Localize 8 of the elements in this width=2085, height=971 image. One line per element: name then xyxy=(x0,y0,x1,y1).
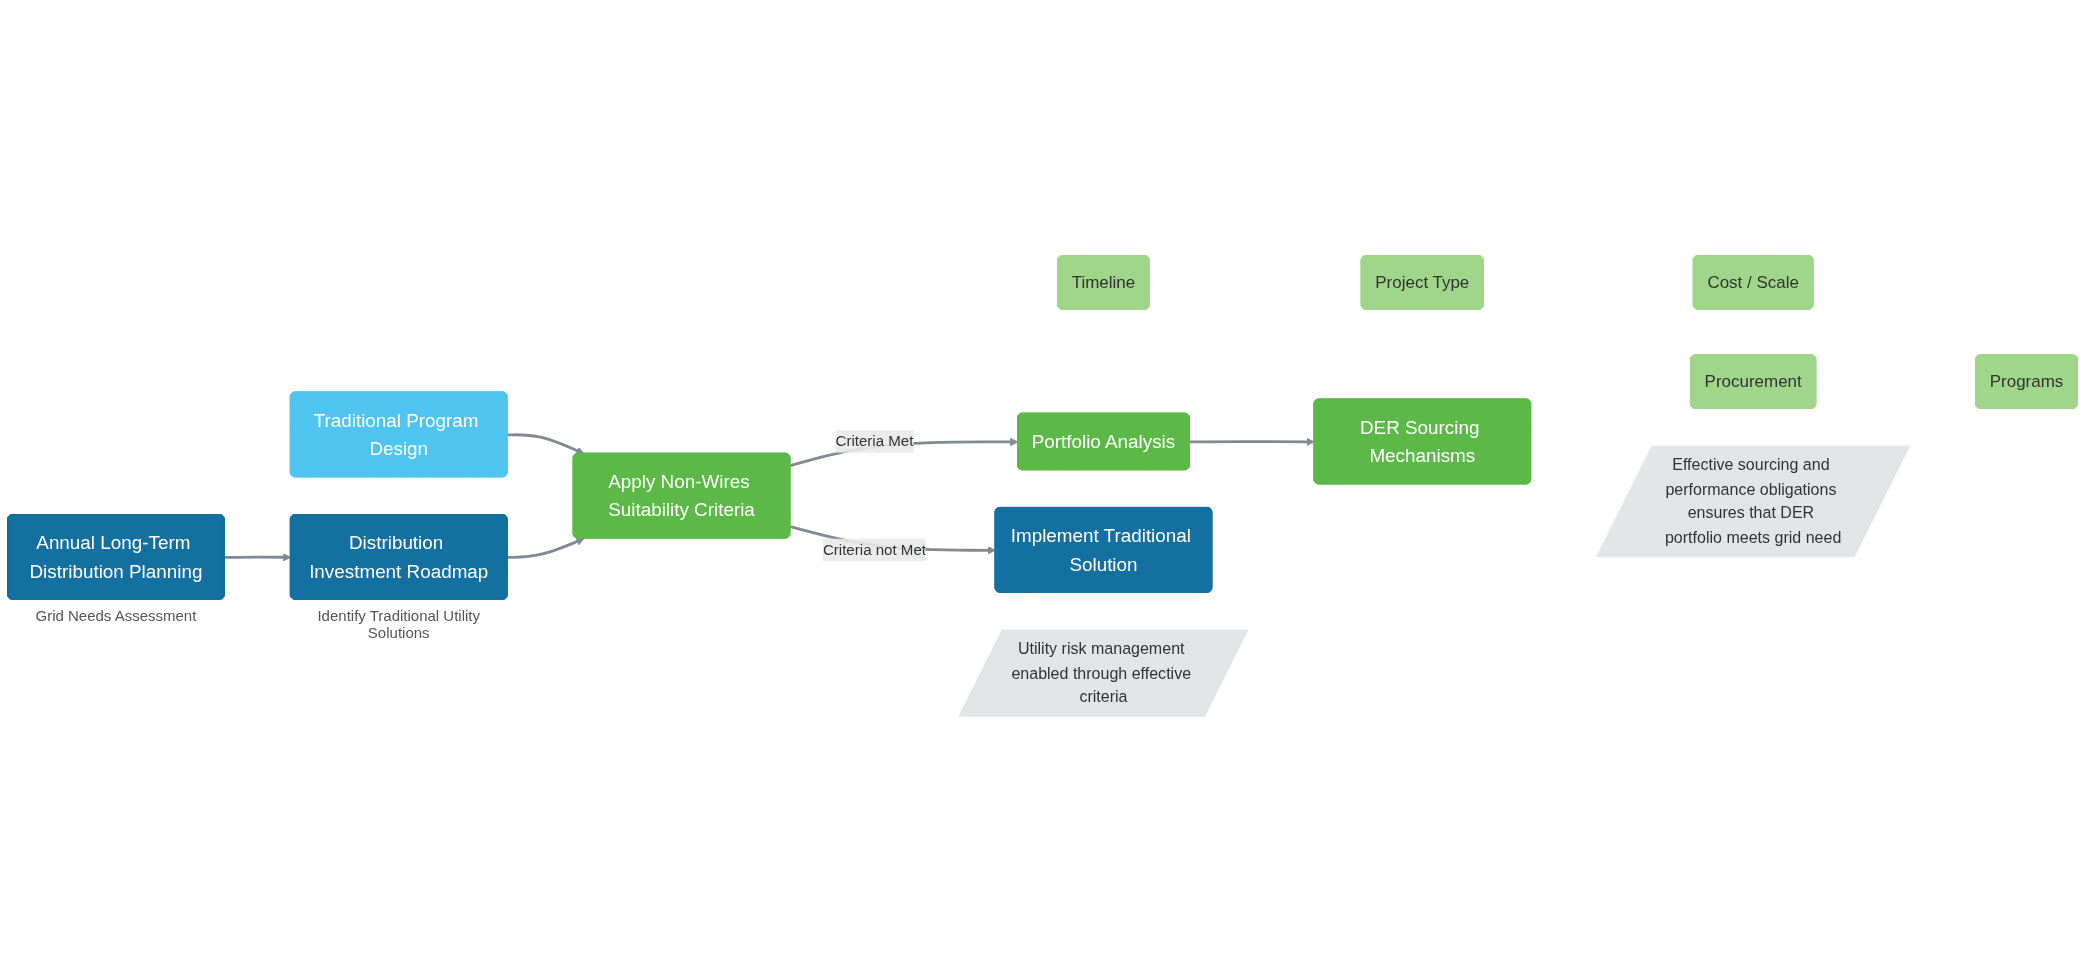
caption-text: Identify Traditional Utility Solutions xyxy=(316,606,481,641)
arrow xyxy=(1189,437,1315,446)
arrow xyxy=(507,432,585,455)
edge-label: Criteria not Met xyxy=(822,541,927,558)
caption-text: Grid Needs Assessment xyxy=(34,606,198,624)
edge-label: Criteria Met xyxy=(835,432,914,449)
arrow xyxy=(507,537,585,559)
arrow xyxy=(224,552,292,562)
